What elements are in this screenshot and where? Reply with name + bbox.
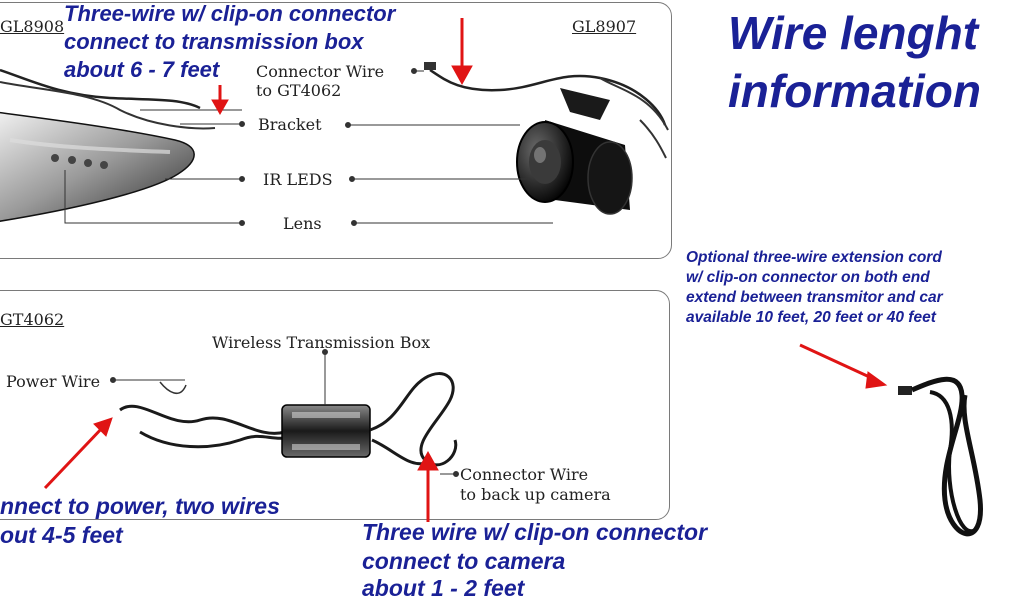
note-camera-line-2: connect to camera [362,548,566,574]
transmission-box-image [119,372,458,467]
model-gt4062-label: GT4062 [0,310,65,329]
title-line-2: information [728,65,981,117]
wireless-box-label: Wireless Transmission Box [212,333,431,352]
connector-wire-camera-label: Connector Wire [460,465,589,484]
bracket-label: Bracket [258,115,322,134]
model-gl8908-label: GL8908 [0,17,65,36]
ir-leds-label: IR LEDS [263,170,333,189]
extension-cord-image [898,376,983,537]
power-wire-label: Power Wire [6,372,101,391]
note-extension-line-4: available 10 feet, 20 feet or 40 feet [686,309,936,326]
note-top-line-3: about 6 - 7 feet [64,57,220,82]
note-power-line-1: nnect to power, two wires [0,493,280,519]
connector-wire-label: Connector Wire [256,62,385,81]
bottom-leader-lines [110,349,459,477]
camera-gl8907-image [424,62,669,215]
connector-wire-camera-target-label: to back up camera [460,485,611,504]
note-top-line-2: connect to transmission box [64,29,364,54]
note-extension-line-1: Optional three-wire extension cord [686,249,942,266]
note-top-line-1: Three-wire w/ clip-on connector [64,1,396,26]
connector-wire-target-label: to GT4062 [256,81,342,100]
top-leader-lines [64,68,553,226]
title-line-1: Wire lenght [728,7,979,59]
lens-label: Lens [283,214,322,233]
note-extension-line-3: extend between transmitor and car [686,289,943,306]
note-camera-line-3: about 1 - 2 feet [362,575,525,601]
note-extension-line-2: w/ clip-on connector on both end [686,269,930,286]
red-arrows [43,18,888,522]
note-camera-line-1: Three wire w/ clip-on connector [362,519,708,545]
model-gl8907-label: GL8907 [572,17,637,36]
camera-gl8908-image [0,68,216,222]
note-power-line-2: out 4-5 feet [0,522,123,548]
